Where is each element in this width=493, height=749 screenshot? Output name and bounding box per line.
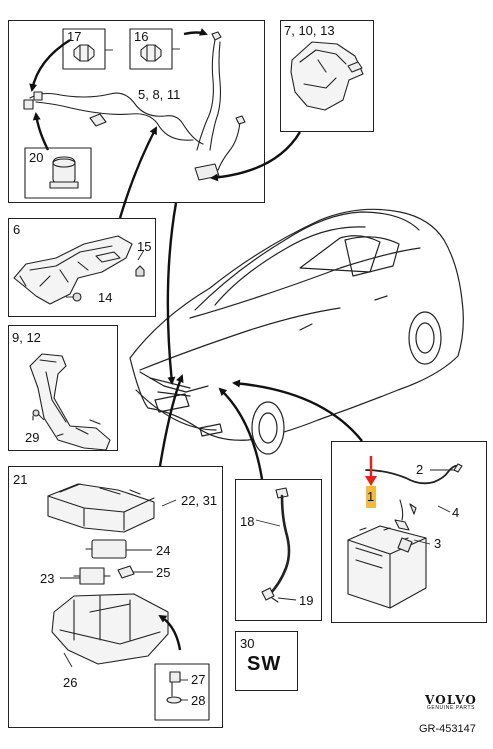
callout-14: 14 [98, 290, 113, 305]
callout-7-10-13: 7, 10, 13 [284, 23, 335, 38]
callout-27: 27 [191, 672, 206, 687]
callout-26: 26 [63, 675, 78, 690]
callout-2: 2 [416, 462, 424, 477]
genuine-parts-label: GENUINE PARTS [426, 705, 476, 711]
panel-cable-18 [235, 479, 322, 621]
panel-sw [235, 631, 298, 691]
callout-21: 21 [13, 472, 28, 487]
callout-16: 16 [134, 29, 149, 44]
callout-15: 15 [137, 239, 152, 254]
volvo-logo: VOLVO [424, 693, 478, 707]
reference-code: GR-453147 [419, 723, 476, 735]
callout-28: 28 [191, 693, 206, 708]
callout-17: 17 [67, 29, 82, 44]
sw-label: SW [247, 653, 282, 675]
callout-29: 29 [25, 430, 40, 445]
callout-5-8-11: 5, 8, 11 [138, 87, 181, 102]
callout-9-12: 9, 12 [12, 330, 41, 345]
callout-22-31: 22, 31 [181, 493, 218, 508]
callout-30: 30 [240, 636, 255, 651]
callout-25: 25 [156, 565, 171, 580]
callout-1: 1 [367, 489, 375, 504]
callout-19: 19 [299, 593, 314, 608]
volvo-brand: VOLVO GENUINE PARTS [418, 693, 484, 711]
callout-23: 23 [40, 571, 55, 586]
callout-3: 3 [434, 536, 442, 551]
callout-18: 18 [240, 514, 255, 529]
highlight-marker [366, 486, 376, 508]
callout-4: 4 [452, 505, 460, 520]
callout-24: 24 [156, 543, 171, 558]
callout-20: 20 [29, 150, 44, 165]
callout-6: 6 [13, 222, 21, 237]
